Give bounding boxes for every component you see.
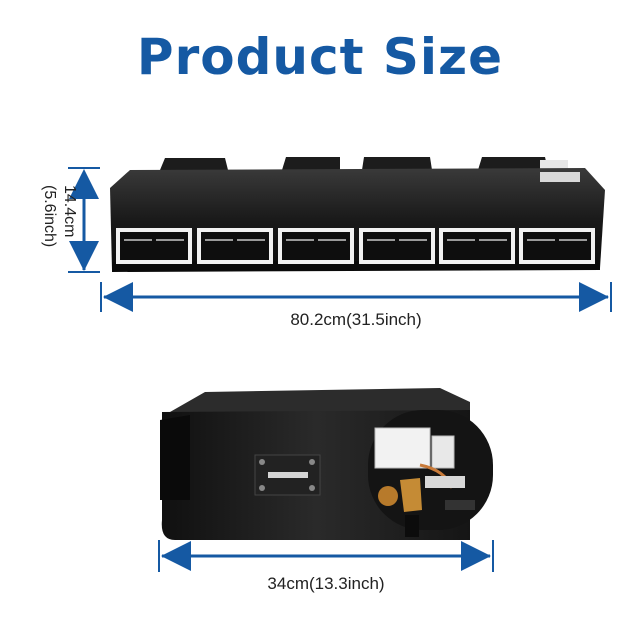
depth-label: 34cm(13.3inch) [267, 574, 385, 593]
evaporator-front-view [110, 157, 605, 272]
width-dimension [100, 282, 612, 312]
height-label: 14.4cm (5.6inch) [20, 185, 80, 275]
height-inch-label: (5.6inch) [41, 185, 58, 248]
width-label: 80.2cm(31.5inch) [290, 310, 422, 329]
height-cm-label: 14.4cm [61, 185, 78, 238]
vent-grilles [116, 228, 595, 264]
page-title: Product Size [136, 28, 504, 86]
depth-dimension [158, 540, 494, 572]
evaporator-side-view [160, 388, 493, 540]
height-dimension [68, 167, 100, 273]
